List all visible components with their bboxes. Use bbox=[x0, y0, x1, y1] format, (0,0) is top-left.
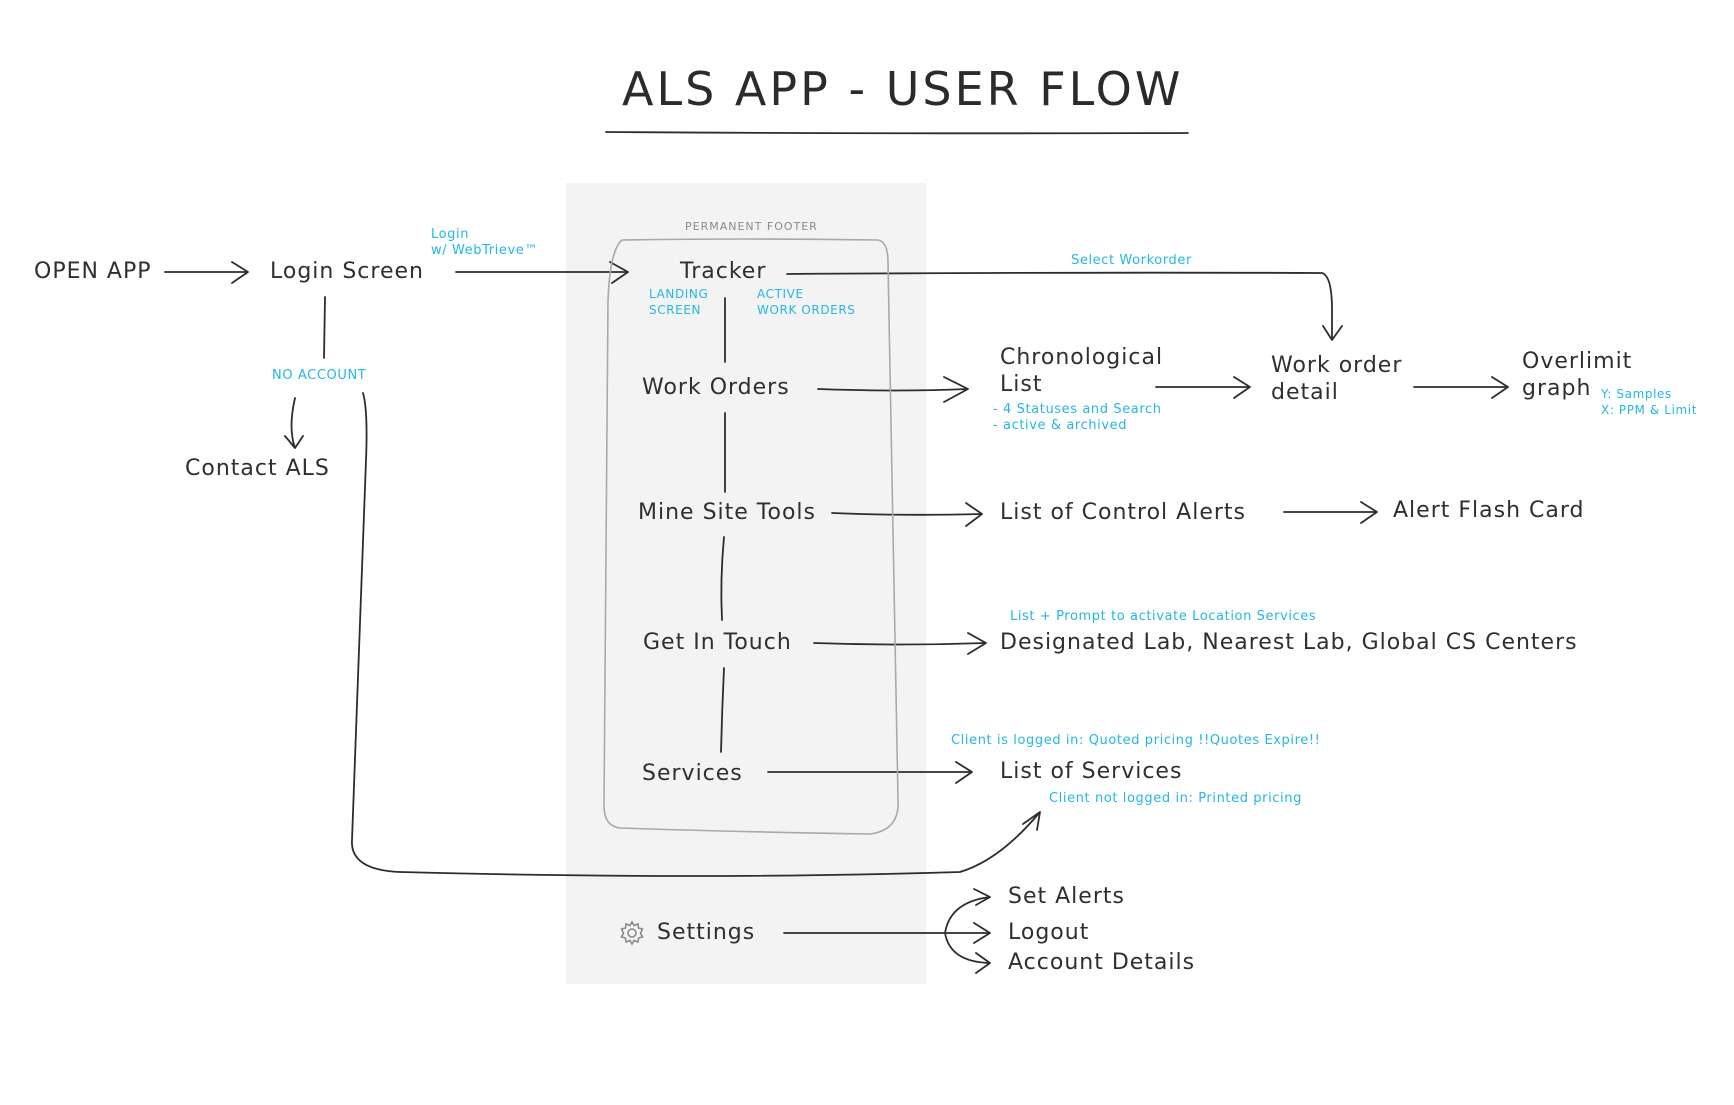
note-statuses: - 4 Statuses and Search - active & archi… bbox=[993, 402, 1162, 433]
arrow-list-to-detail bbox=[1155, 376, 1251, 399]
node-list-of-services: List of Services bbox=[1000, 759, 1183, 784]
note-login-webtrieve: Login w/ WebTrieve™ bbox=[431, 227, 538, 258]
node-open-app: OPEN APP bbox=[34, 259, 152, 284]
footer-panel-background bbox=[566, 183, 926, 984]
arrow-detail-to-graph bbox=[1413, 376, 1509, 399]
node-work-order-detail: Work order detail bbox=[1271, 353, 1403, 405]
arrow-workorders-to-list bbox=[817, 376, 969, 403]
node-login-screen: Login Screen bbox=[270, 259, 424, 284]
permanent-footer-label: PERMANENT FOOTER bbox=[685, 220, 818, 233]
connector-getintouch-services bbox=[720, 667, 725, 753]
node-chronological-list: Chronological List bbox=[1000, 345, 1164, 397]
node-labs: Designated Lab, Nearest Lab, Global CS C… bbox=[1000, 630, 1578, 655]
gear-icon bbox=[620, 920, 644, 946]
arrow-settings-branches bbox=[783, 888, 991, 974]
note-select-workorder: Select Workorder bbox=[1071, 253, 1192, 268]
node-settings: Settings bbox=[657, 920, 756, 945]
node-list-of-control-alerts: List of Control Alerts bbox=[1000, 500, 1246, 525]
node-overlimit-graph: Overlimit graph bbox=[1522, 349, 1633, 401]
arrow-tracker-to-detail bbox=[786, 271, 1343, 341]
arrow-minesite-to-alerts bbox=[831, 502, 983, 527]
node-work-orders: Work Orders bbox=[642, 375, 790, 400]
arrow-login-to-contact bbox=[284, 296, 326, 449]
note-landing-screen: LANDING SCREEN bbox=[649, 287, 709, 317]
note-logged-in-pricing: Client is logged in: Quoted pricing !!Qu… bbox=[951, 733, 1321, 748]
arrow-getintouch-to-labs bbox=[813, 632, 987, 655]
node-set-alerts: Set Alerts bbox=[1008, 884, 1125, 909]
node-alert-flash-card: Alert Flash Card bbox=[1393, 498, 1585, 523]
node-logout: Logout bbox=[1008, 920, 1090, 945]
note-not-logged-in-pricing: Client not logged in: Printed pricing bbox=[1049, 791, 1302, 806]
node-mine-site-tools: Mine Site Tools bbox=[638, 500, 816, 525]
page-title: ALS APP - USER FLOW bbox=[622, 62, 1184, 116]
note-no-account: NO ACCOUNT bbox=[272, 368, 367, 383]
arrow-open-to-login bbox=[164, 261, 249, 284]
node-tracker: Tracker bbox=[680, 259, 767, 284]
arrow-alerts-to-flashcard bbox=[1283, 501, 1378, 524]
connector-minesite-getintouch bbox=[720, 536, 725, 621]
arrow-services-to-list bbox=[767, 761, 973, 784]
note-location-prompt: List + Prompt to activate Location Servi… bbox=[1010, 609, 1317, 624]
note-active-work-orders: ACTIVE WORK ORDERS bbox=[757, 287, 856, 317]
note-graph-axes: Y: Samples X: PPM & Limit bbox=[1601, 387, 1698, 417]
node-contact-als: Contact ALS bbox=[185, 456, 330, 481]
node-services: Services bbox=[642, 761, 743, 786]
node-account-details: Account Details bbox=[1008, 950, 1196, 975]
node-get-in-touch: Get In Touch bbox=[643, 630, 792, 655]
footer-outline bbox=[603, 238, 899, 835]
arrow-noaccount-to-services bbox=[351, 392, 1041, 877]
arrow-login-to-tracker bbox=[455, 261, 629, 284]
title-underline bbox=[605, 131, 1189, 135]
